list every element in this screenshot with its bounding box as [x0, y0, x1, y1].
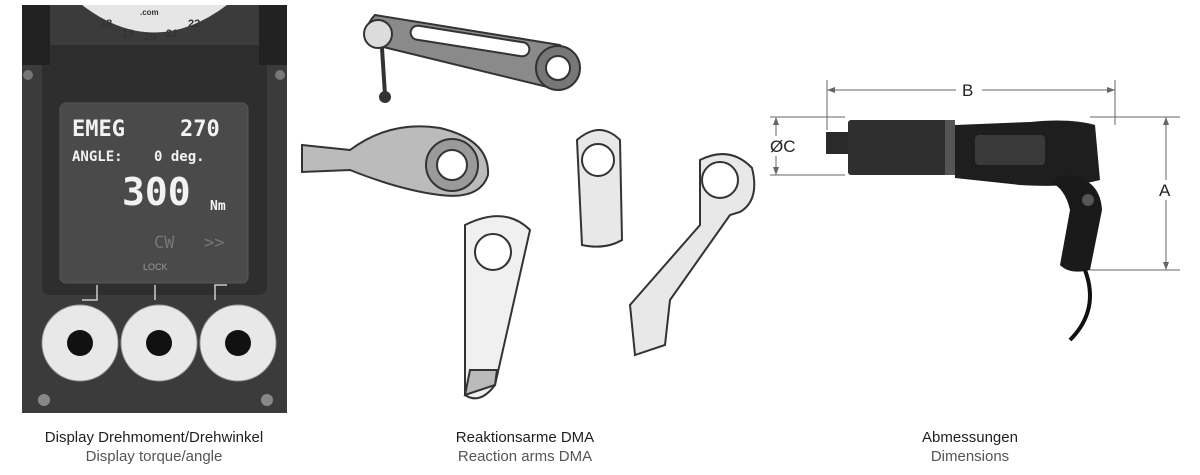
- reaction-arm-flat: [301, 125, 490, 197]
- caption-reaction-arms-de: Reaktionsarme DMA: [455, 429, 595, 446]
- reaction-arm-short: [575, 129, 624, 248]
- dial-number: 19: [122, 28, 134, 40]
- lcd-model: EMEG: [72, 117, 125, 142]
- lcd-direction: CW: [154, 233, 175, 253]
- display-photo: 18 19 20 21 22 .com EMEG 270 ANGLE: 0 de…: [22, 5, 287, 413]
- reaction-arm-long: [463, 215, 532, 400]
- lcd-angle-value: 0 deg.: [154, 149, 205, 165]
- dial-number: 20: [144, 31, 156, 43]
- control-button-right: [199, 304, 277, 382]
- dimensions-graphic: B ØC A: [770, 80, 1180, 342]
- dimension-label-b: B: [962, 81, 973, 100]
- dimension-label-a: A: [1159, 181, 1171, 200]
- reaction-arms-illustration: [290, 0, 770, 420]
- lcd-screen: [59, 102, 249, 284]
- caption-dimensions-en: Dimensions: [930, 448, 1010, 465]
- dial-text: .com: [140, 8, 159, 17]
- caption-display-de: Display Drehmoment/Drehwinkel: [44, 429, 264, 446]
- lcd-direction-arrows: >>: [204, 233, 224, 253]
- caption-dimensions: Abmessungen Dimensions: [790, 428, 1150, 466]
- lcd-torque-unit: Nm: [210, 199, 226, 214]
- caption-dimensions-de: Abmessungen: [922, 429, 1018, 446]
- dial-number: 22: [188, 18, 200, 30]
- scale-dial: [82, 5, 227, 33]
- reaction-arm-adjustable: [363, 13, 581, 103]
- dimensions-drawing: B ØC A: [770, 60, 1190, 360]
- lcd-lock-label: LOCK: [143, 262, 168, 272]
- caption-reaction-arms: Reaktionsarme DMA Reaction arms DMA: [345, 428, 705, 466]
- torque-wrench-tool: [826, 120, 1102, 342]
- display-photo-graphic: 18 19 20 21 22 .com EMEG 270 ANGLE: 0 de…: [22, 5, 287, 413]
- dial-number: 21: [166, 28, 178, 40]
- caption-display: Display Drehmoment/Drehwinkel Display to…: [0, 428, 334, 466]
- dimension-label-c: ØC: [770, 137, 796, 156]
- dial-number: 18: [100, 18, 112, 30]
- caption-display-en: Display torque/angle: [85, 448, 223, 465]
- lcd-torque-value: 300: [122, 170, 191, 214]
- lcd-model-number: 270: [180, 117, 220, 142]
- control-button-middle: [120, 304, 198, 382]
- caption-reaction-arms-en: Reaction arms DMA: [457, 448, 593, 465]
- reaction-arm-cranked: [628, 153, 756, 357]
- control-button-left: [41, 304, 119, 382]
- lcd-angle-label: ANGLE:: [72, 149, 123, 165]
- reaction-arms-graphic: [301, 13, 756, 400]
